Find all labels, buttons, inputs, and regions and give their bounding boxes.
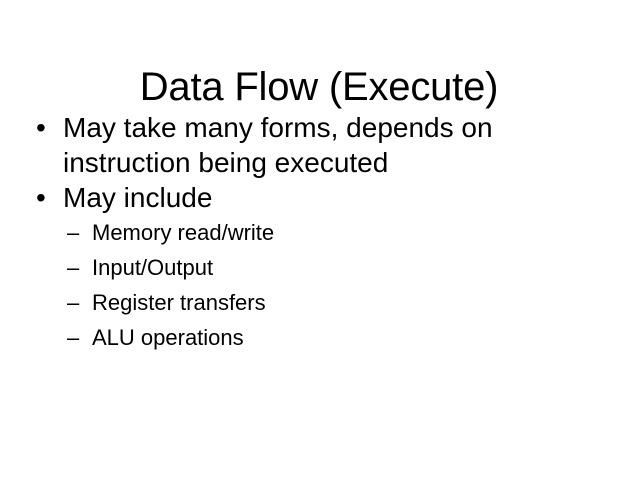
list-item-label: May take many forms, depends on instruct… (63, 112, 493, 178)
bullet-dot-icon: • (36, 112, 46, 143)
sub-list: – Memory read/write – Input/Output – Reg… (28, 215, 620, 355)
sub-list-item-label: Register transfers (92, 290, 266, 315)
sub-list-item: – ALU operations (28, 320, 620, 355)
sub-list-item-label: Memory read/write (92, 220, 275, 245)
list-item: • May include (28, 180, 620, 215)
list-item-label: May include (63, 182, 213, 213)
page-title: Data Flow (Execute) (139, 64, 499, 109)
sub-list-item-label: ALU operations (92, 325, 244, 350)
bullet-dot-icon: • (36, 182, 46, 213)
sub-list-item: – Input/Output (28, 250, 620, 285)
sub-list-item: – Memory read/write (28, 215, 620, 250)
bullet-dash-icon: – (67, 290, 80, 315)
slide-body-content: • May take many forms, depends on instru… (28, 110, 620, 355)
bullet-dash-icon: – (67, 255, 80, 280)
sub-list-item: – Register transfers (28, 285, 620, 320)
bullet-dash-icon: – (67, 220, 80, 245)
sub-list-item-label: Input/Output (92, 255, 214, 280)
bullet-dash-icon: – (67, 325, 80, 350)
list-item: • May take many forms, depends on instru… (28, 110, 620, 180)
